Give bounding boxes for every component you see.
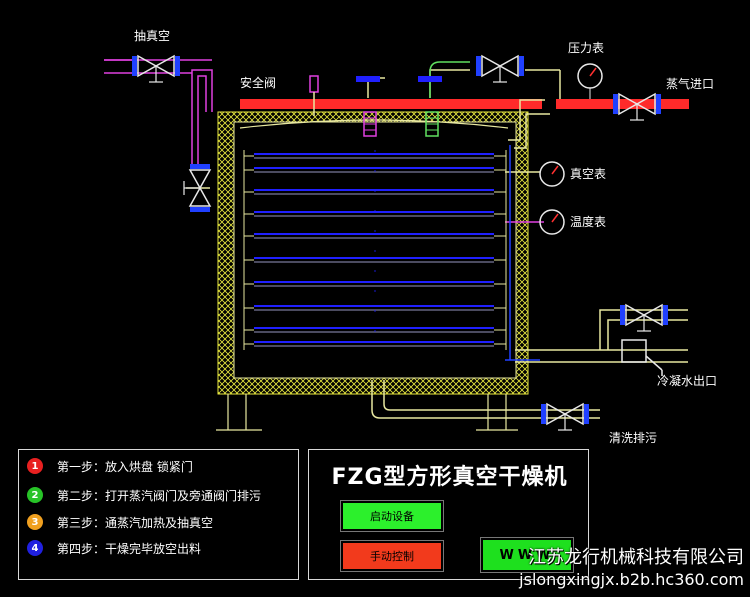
- left-blue-pipe: [505, 145, 540, 361]
- chamber-insulation: [217, 111, 529, 395]
- shelf-4: [244, 211, 506, 217]
- vacuum-line-valve: [476, 54, 524, 83]
- condensate-trap: [621, 339, 663, 376]
- step-3-badge: 3: [27, 514, 43, 530]
- start-device-button[interactable]: 启动设备: [341, 501, 443, 531]
- manual-control-button[interactable]: 手动控制: [341, 541, 443, 571]
- label-vacuum-gauge: 真空表: [570, 167, 606, 181]
- step-4-text: 第四步：干燥完毕放空出料: [57, 541, 202, 556]
- label-pressure-gauge: 压力表: [568, 41, 604, 55]
- label-cleaning-drain: 清洗排污: [609, 431, 657, 445]
- shelf-7: [244, 281, 506, 287]
- shelf-5: [244, 233, 506, 239]
- step-4-badge: 4: [27, 540, 43, 556]
- bypass-valve: [620, 303, 668, 332]
- control-panel: FZG型方形真空干燥机 启动设备 手动控制 WWW: [308, 449, 589, 580]
- vacuum-branch-valve: [183, 164, 212, 212]
- steam-header: [240, 99, 689, 109]
- label-condensate-outlet: 冷凝水出口: [657, 373, 717, 388]
- step-1-badge: 1: [27, 458, 43, 474]
- shelf-1: [244, 153, 506, 159]
- shelf-8: [244, 305, 506, 311]
- label-vacuum-pump: 抽真空: [134, 29, 170, 43]
- step-4: 4 第四步：干燥完毕放空出料: [27, 538, 201, 558]
- shelf-6: [244, 257, 506, 263]
- chamber-frame: [216, 119, 518, 431]
- step-2-text: 第二步：打开蒸汽阀门及旁通阀门排污: [57, 488, 262, 503]
- watermark-company: 江苏龙行机械科技有限公司: [528, 547, 744, 568]
- step-3-text: 第三步：通蒸汽加热及抽真空: [57, 515, 214, 530]
- vacuum-line: [429, 61, 470, 98]
- step-3: 3 第三步：通蒸汽加热及抽真空: [27, 512, 213, 532]
- steps-panel: 1 第一步：放入烘盘 锁紧门 2 第二步：打开蒸汽阀门及旁通阀门排污 3 第三步…: [18, 449, 299, 580]
- step-2-badge: 2: [27, 487, 43, 503]
- valves: [104, 54, 668, 431]
- label-safety-valve: 安全阀: [240, 75, 276, 90]
- steam-inlet-valve: [613, 92, 661, 121]
- shelf-3: [244, 189, 506, 195]
- shelf-9: [244, 327, 506, 333]
- top-nozzles: [309, 75, 442, 137]
- machine-title: FZG型方形真空干燥机: [331, 465, 568, 490]
- shelf-10: [244, 341, 506, 347]
- watermark-url: jslongxingjx.b2b.hc360.com: [519, 570, 744, 589]
- step-1: 1 第一步：放入烘盘 锁紧门: [27, 456, 193, 476]
- step-1-text: 第一步：放入烘盘 锁紧门: [57, 459, 193, 474]
- www-button[interactable]: WWW: [481, 538, 573, 572]
- label-thermometer: 温度表: [570, 214, 606, 229]
- vacuum-gauge: [539, 161, 565, 187]
- pressure-gauge: [577, 63, 603, 99]
- step-2: 2 第二步：打开蒸汽阀门及旁通阀门排污: [27, 485, 261, 505]
- shelf-2: [244, 167, 506, 173]
- vacuum-pump-valve: [132, 54, 180, 83]
- label-steam-inlet: 蒸气进口: [666, 76, 714, 91]
- drain-valve: [541, 402, 589, 431]
- thermometer-gauge: [539, 209, 565, 235]
- watermark: 江苏龙行机械科技有限公司 jslongxingjx.b2b.hc360.com: [519, 547, 744, 591]
- drying-shelves: [243, 150, 507, 350]
